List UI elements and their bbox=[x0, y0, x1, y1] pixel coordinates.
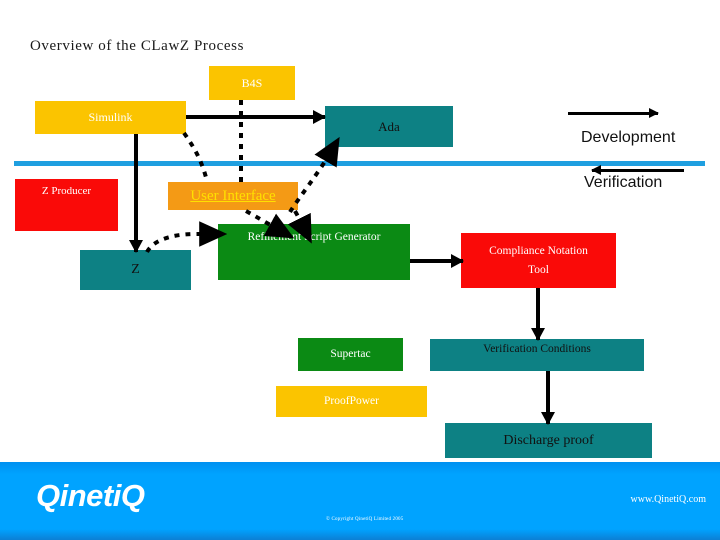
node-simulink-label: Simulink bbox=[88, 110, 133, 125]
node-refinement-script-generator-label: Refinement Script Generator bbox=[247, 231, 381, 243]
arrow-simulink-to-z bbox=[129, 134, 143, 253]
node-simulink[interactable]: Simulink bbox=[35, 101, 186, 134]
label-development: Development bbox=[581, 129, 676, 146]
node-b4s-label: B4S bbox=[241, 75, 263, 90]
node-compliance-notation-tool-label-line2: Tool bbox=[528, 264, 549, 276]
node-compliance-notation-tool[interactable]: Compliance Notation Tool bbox=[461, 233, 616, 288]
arrow-cnt-to-vc bbox=[531, 288, 545, 341]
node-z-producer[interactable]: Z Producer bbox=[15, 179, 118, 231]
footer-copyright: © Copyright QinetiQ Limited 2005 bbox=[326, 517, 404, 522]
arrow-verification bbox=[591, 165, 684, 175]
node-verification-conditions[interactable]: Verification Conditions bbox=[430, 339, 644, 371]
node-refinement-script-generator[interactable]: Refinement Script Generator bbox=[218, 224, 410, 280]
node-proofpower[interactable]: ProofPower bbox=[276, 386, 427, 417]
node-ada-label: Ada bbox=[378, 118, 400, 134]
lifecycle-divider bbox=[14, 161, 705, 166]
node-z-label: Z bbox=[131, 262, 140, 278]
node-z[interactable]: Z bbox=[80, 250, 191, 290]
footer-bar bbox=[0, 462, 720, 540]
node-user-interface-label: User Interface bbox=[190, 187, 276, 204]
node-supertac-label: Supertac bbox=[330, 348, 371, 361]
qinetiq-logo: QinetiQ bbox=[36, 478, 145, 513]
node-proofpower-label: ProofPower bbox=[324, 395, 379, 408]
page-title: Overview of the CLawZ Process bbox=[30, 38, 245, 54]
node-compliance-notation-tool-label-line1: Compliance Notation bbox=[489, 244, 588, 257]
footer-url[interactable]: www.QinetiQ.com bbox=[630, 494, 706, 505]
arrow-simulink-to-ada bbox=[186, 110, 326, 124]
arrow-rsg-to-cnt bbox=[410, 254, 464, 268]
node-verification-conditions-label: Verification Conditions bbox=[483, 343, 591, 355]
label-verification: Verification bbox=[584, 174, 663, 191]
arrow-development bbox=[568, 108, 659, 118]
node-ada[interactable]: Ada bbox=[325, 106, 453, 147]
node-z-producer-label: Z Producer bbox=[41, 185, 92, 197]
node-b4s[interactable]: B4S bbox=[209, 66, 295, 100]
dashed-simulink-to-user-interface bbox=[182, 131, 209, 182]
node-discharge-proof[interactable]: Discharge proof bbox=[445, 423, 652, 458]
arrow-vc-to-discharge-proof bbox=[541, 371, 555, 425]
node-user-interface[interactable]: User Interface bbox=[168, 182, 298, 210]
node-supertac[interactable]: Supertac bbox=[298, 338, 403, 371]
node-discharge-proof-label: Discharge proof bbox=[503, 432, 594, 448]
